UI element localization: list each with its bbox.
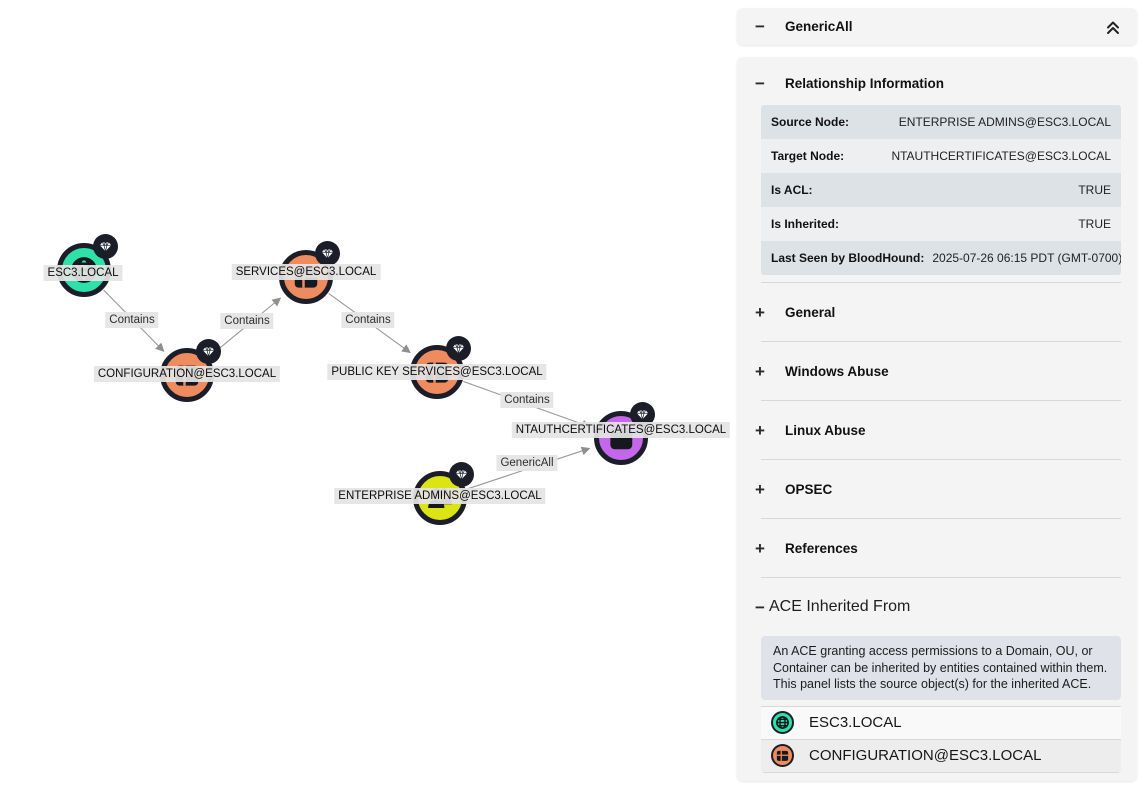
container-icon [776, 750, 789, 761]
ace-inherited-item[interactable]: CONFIGURATION@ESC3.LOCAL [761, 738, 1121, 773]
info-label: Last Seen by BloodHound: [771, 251, 925, 265]
relationship-info-table: Source Node: ENTERPRISE ADMINS@ESC3.LOCAL… [761, 105, 1121, 275]
graph-canvas[interactable]: ESC3.LOCAL CONFIGURATION@ESC3.LOCAL SERVIC… [0, 0, 737, 789]
section-title: ACE Inherited From [769, 598, 911, 615]
collapse-all-icon[interactable] [1103, 17, 1123, 37]
collapse-section-icon[interactable]: − [755, 73, 765, 93]
expand-section-icon[interactable]: + [755, 302, 765, 322]
divider [761, 341, 1121, 342]
info-value: NTAUTHCERTIFICATES@ESC3.LOCAL [891, 149, 1111, 163]
gem-icon [321, 248, 334, 260]
expand-section-icon[interactable]: + [755, 361, 765, 381]
globe-icon [771, 711, 794, 734]
ace-description: An ACE granting access permissions to a … [761, 636, 1121, 700]
info-label: Is Inherited: [771, 217, 840, 231]
node-label: ESC3.LOCAL [43, 265, 123, 281]
info-row: Is ACL: TRUE [761, 173, 1121, 207]
node-badge [315, 241, 340, 266]
gem-icon [455, 469, 468, 481]
divider [761, 400, 1121, 401]
node-label: ENTERPRISE ADMINS@ESC3.LOCAL [334, 488, 546, 504]
section-title: Relationship Information [785, 75, 945, 91]
collapse-section-icon[interactable]: − [755, 597, 765, 617]
edge-details-card: − Relationship Information Source Node: E… [737, 57, 1137, 781]
info-row: Source Node: ENTERPRISE ADMINS@ESC3.LOCAL [761, 105, 1121, 139]
divider [761, 459, 1121, 460]
gem-icon [636, 409, 649, 421]
ace-item-label: CONFIGURATION@ESC3.LOCAL [809, 747, 1042, 764]
section-title: Windows Abuse [785, 363, 889, 379]
section-ace-inherited-from[interactable]: − ACE Inherited From [737, 578, 1137, 636]
expand-section-icon[interactable]: + [755, 420, 765, 440]
info-value: 2025-07-26 06:15 PDT (GMT-0700) [932, 251, 1121, 265]
edge-details-panel: − GenericAll − Relationship Information … [737, 0, 1137, 789]
node-label: NTAUTHCERTIFICATES@ESC3.LOCAL [511, 422, 731, 438]
node-label: SERVICES@ESC3.LOCAL [231, 264, 381, 280]
node-label: CONFIGURATION@ESC3.LOCAL [93, 366, 281, 382]
section-title: Linux Abuse [785, 422, 866, 438]
node-badge [446, 336, 471, 361]
gem-icon [202, 346, 215, 358]
section-relationship-information[interactable]: − Relationship Information [737, 73, 1137, 93]
info-value: ENTERPRISE ADMINS@ESC3.LOCAL [898, 115, 1111, 129]
section-title: References [785, 540, 858, 556]
section-general[interactable]: + General [737, 283, 1137, 341]
info-label: Source Node: [771, 115, 850, 129]
expand-section-icon[interactable]: + [755, 538, 765, 558]
edge-label[interactable]: Contains [341, 312, 395, 328]
info-row: Last Seen by BloodHound: 2025-07-26 06:15… [761, 241, 1121, 275]
section-references[interactable]: + References [737, 519, 1137, 577]
divider [761, 577, 1121, 578]
info-label: Target Node: [771, 149, 845, 163]
info-row: Target Node: NTAUTHCERTIFICATES@ESC3.LOCA… [761, 139, 1121, 173]
edge-label[interactable]: Contains [220, 313, 274, 329]
info-label: Is ACL: [771, 183, 813, 197]
divider [761, 282, 1121, 283]
container-icon [771, 744, 794, 767]
ace-inherited-list: ESC3.LOCAL CONFIGURATION@ESC3.LOCAL [761, 705, 1121, 773]
edge-label[interactable]: GenericAll [496, 455, 558, 471]
info-value: TRUE [1078, 217, 1111, 231]
section-windows-abuse[interactable]: + Windows Abuse [737, 342, 1137, 400]
gem-icon [99, 241, 112, 253]
collapsed-sections: + General + Windows Abuse + Linux Abuse + OPSEC… [737, 282, 1137, 577]
ace-item-label: ESC3.LOCAL [809, 714, 902, 731]
edge-title: GenericAll [785, 19, 853, 34]
section-title: General [785, 304, 836, 320]
expand-section-icon[interactable]: + [755, 479, 765, 499]
section-title: OPSEC [785, 481, 833, 497]
divider [761, 518, 1121, 519]
edge-header-card[interactable]: − GenericAll [737, 8, 1137, 45]
edge-label[interactable]: Contains [105, 312, 159, 328]
graph-edges-layer [103, 289, 591, 490]
section-linux-abuse[interactable]: + Linux Abuse [737, 401, 1137, 459]
info-value: TRUE [1078, 183, 1111, 197]
graph-node-ntauth[interactable] [594, 402, 655, 465]
edge-label[interactable]: Contains [500, 392, 554, 408]
node-badge [93, 234, 118, 259]
globe-icon [776, 716, 789, 729]
section-opsec[interactable]: + OPSEC [737, 460, 1137, 518]
info-row: Is Inherited: TRUE [761, 207, 1121, 241]
gem-icon [452, 343, 465, 355]
ace-inherited-item[interactable]: ESC3.LOCAL [761, 705, 1121, 739]
collapse-section-icon[interactable]: − [755, 17, 765, 36]
node-badge [196, 339, 221, 364]
node-label: PUBLIC KEY SERVICES@ESC3.LOCAL [327, 364, 547, 380]
node-badge [449, 462, 474, 487]
